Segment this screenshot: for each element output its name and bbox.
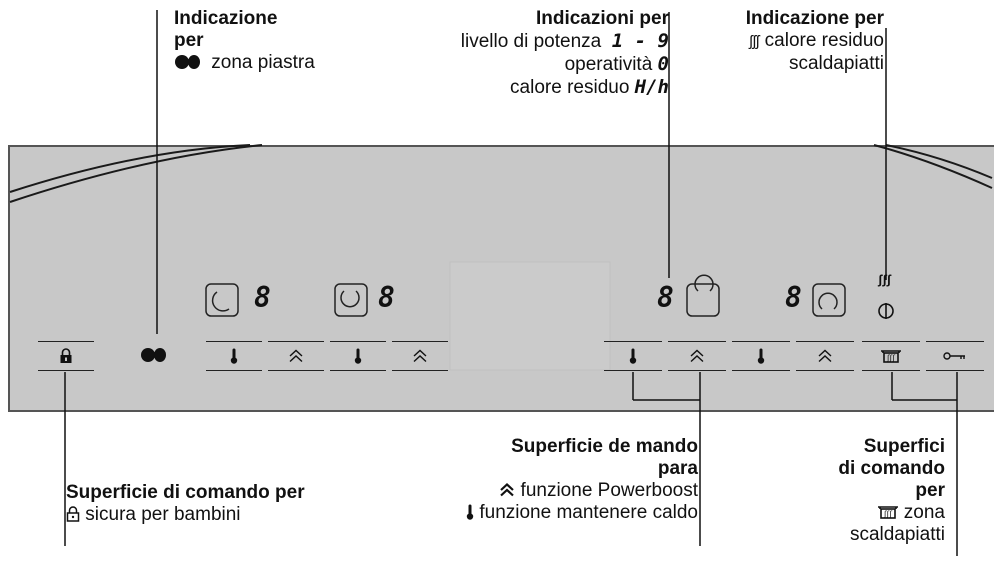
- power-level-display: 8: [254, 281, 271, 314]
- callout-text: livello di potenza 1 - 9: [460, 30, 669, 52]
- power-level-display: 8: [657, 281, 674, 314]
- power-level-display: 8: [378, 281, 395, 314]
- callout-title: Superfici: [863, 436, 945, 457]
- callout-title: para: [657, 458, 698, 479]
- callout-text: sicura per bambini: [66, 504, 305, 526]
- zone-front-left-icon: [334, 283, 368, 317]
- double-chevron-up-icon: [690, 349, 704, 363]
- thermometer-icon: [629, 348, 637, 364]
- callout-residual-heat: Indicazione per ʃʃʃ calore residuo scald…: [746, 8, 884, 75]
- plate-warmer-icon: ʃʃʃ: [877, 506, 898, 519]
- callout-text: operatività 0: [564, 53, 669, 75]
- zone-rear-right-icon: [812, 283, 846, 317]
- keep-warm-button[interactable]: [732, 341, 790, 371]
- svg-text:ʃʃʃ: ʃʃʃ: [882, 510, 891, 519]
- callout-title: per: [174, 30, 204, 51]
- power-level-display: 8: [785, 281, 802, 314]
- double-chevron-up-icon: [500, 483, 515, 497]
- callout-title: Indicazione per: [745, 8, 884, 29]
- thermometer-icon: [757, 348, 765, 364]
- callout-title: Superficie de mando: [511, 436, 698, 457]
- callout-text: ʃʃʃ calore residuo: [749, 30, 884, 51]
- callout-powerboost: Superficie de mando para funzione Powerb…: [466, 436, 698, 524]
- child-lock-button[interactable]: [38, 341, 94, 371]
- dual-circle-icon: [141, 348, 166, 362]
- heat-waves-icon: ʃʃʃ: [749, 33, 760, 50]
- powerboost-button[interactable]: [668, 341, 726, 371]
- callout-title: per: [915, 480, 945, 501]
- zone-rear-left-icon: [205, 283, 239, 317]
- key-icon: [943, 352, 965, 360]
- callout-title: Indicazione: [174, 8, 278, 29]
- callout-plate-warmer: Superfici di comando per ʃʃʃ zona scalda…: [838, 436, 945, 546]
- callout-child-lock: Superficie di comando per sicura per bam…: [66, 482, 305, 526]
- callout-zone-indicator: Indicazione per zona piastra: [174, 8, 315, 74]
- double-chevron-up-icon: [413, 349, 427, 363]
- padlock-icon: [60, 348, 72, 363]
- callout-text: calore residuo H/h: [510, 76, 669, 98]
- zone-front-right-icon: [686, 274, 720, 317]
- callout-text: scaldapiatti: [849, 524, 945, 545]
- dual-circle-icon: [175, 55, 200, 69]
- thermometer-icon: [230, 348, 238, 364]
- double-chevron-up-icon: [818, 349, 832, 363]
- callout-text: ʃʃʃ zona: [838, 502, 945, 524]
- callout-text: zona piastra: [174, 52, 315, 74]
- callout-text: funzione Powerboost: [466, 480, 698, 502]
- callout-text: scaldapiatti: [788, 53, 884, 74]
- key-button[interactable]: [926, 341, 984, 371]
- plate-warmer-button[interactable]: ʃʃʃ: [862, 341, 920, 371]
- callout-title: Indicazioni per: [535, 8, 669, 29]
- powerboost-button[interactable]: [268, 341, 324, 371]
- keep-warm-button[interactable]: [604, 341, 662, 371]
- keep-warm-button[interactable]: [330, 341, 386, 371]
- heat-waves-icon: ʃʃʃ: [878, 272, 891, 287]
- callout-text: funzione mantenere caldo: [466, 502, 698, 524]
- padlock-icon: [66, 506, 80, 522]
- callout-title: di comando: [838, 458, 945, 479]
- powerboost-button[interactable]: [392, 341, 448, 371]
- power-symbol-icon: [878, 303, 894, 319]
- callout-title: Superficie di comando per: [66, 482, 305, 503]
- keep-warm-button[interactable]: [206, 341, 262, 371]
- callout-power-indicators: Indicazioni per livello di potenza 1 - 9…: [461, 8, 669, 99]
- powerboost-button[interactable]: [796, 341, 854, 371]
- thermometer-icon: [466, 504, 474, 520]
- thermometer-icon: [354, 348, 362, 364]
- plate-warmer-icon: ʃʃʃ: [881, 349, 901, 363]
- svg-text:ʃʃʃ: ʃʃʃ: [886, 353, 895, 362]
- double-chevron-up-icon: [289, 349, 303, 363]
